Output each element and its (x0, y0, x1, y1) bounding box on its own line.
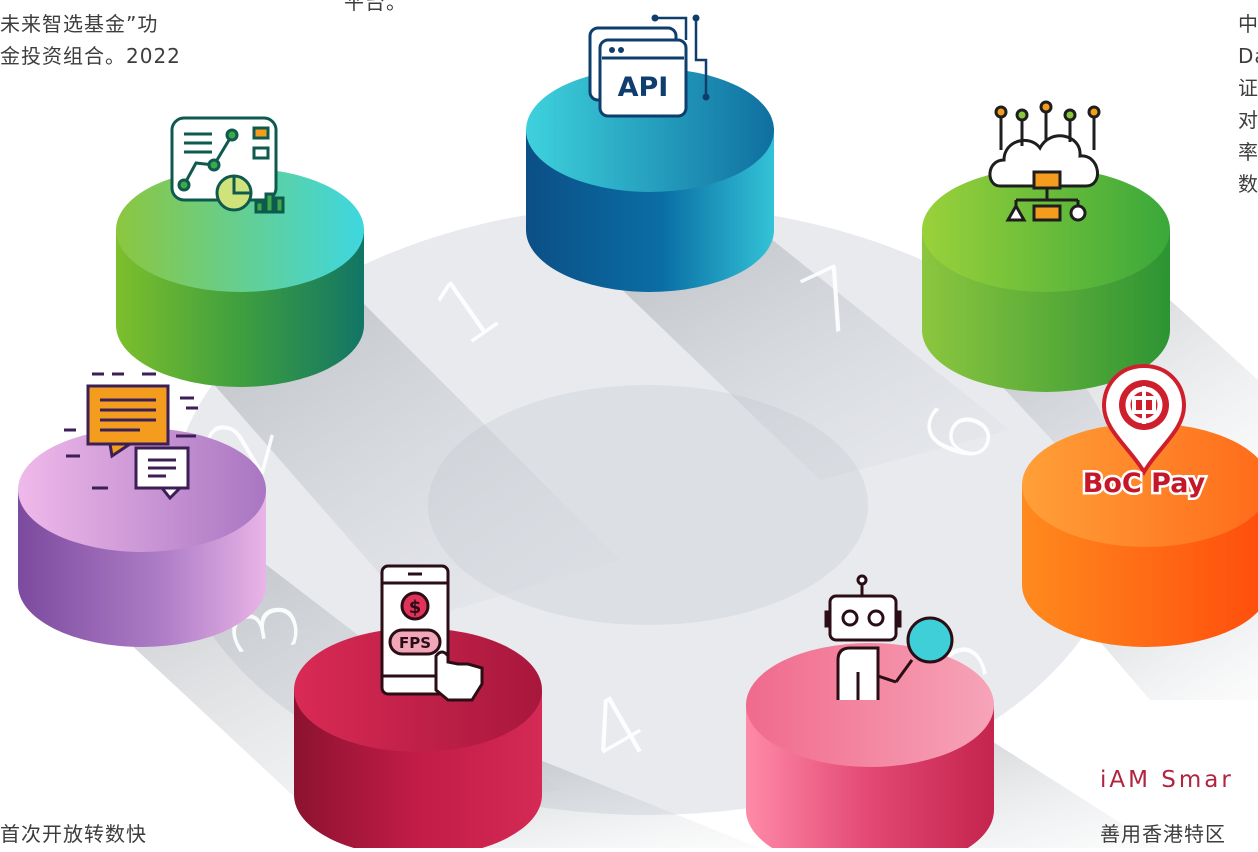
text-right-line-1: 中 (1238, 12, 1258, 36)
api-window-icon: API (588, 14, 710, 118)
fps-phone-icon: $ FPS (380, 564, 484, 702)
text-top-left-line-1: 未来智选基金”功 (0, 12, 159, 36)
text-right-line-3: 证 (1238, 76, 1258, 100)
boc-pay-pin-icon: BoC Pay (1080, 363, 1208, 502)
text-right-line-4: 对 (1238, 108, 1258, 132)
robot-search-icon (824, 574, 954, 700)
text-bottom-right-body: 善用香港特区 (1100, 822, 1226, 846)
fps-label: FPS (399, 634, 431, 652)
cylinder-boc-pay (1022, 423, 1258, 647)
text-right-line-2: Da (1238, 44, 1258, 68)
text-right-line-5: 率 (1238, 140, 1258, 164)
text-right-column: 中 Da 证 对 率 数 (1238, 8, 1258, 200)
cylinder-robot (746, 643, 994, 852)
cylinder-api (526, 68, 774, 292)
text-bottom-right-title: iAM Smar (1100, 767, 1234, 793)
boc-pay-label: BoC Pay (1083, 468, 1206, 499)
text-bottom-left: 首次开放转数快 (0, 822, 147, 846)
cloud-network-icon (988, 100, 1101, 222)
chat-bubbles-icon (64, 372, 198, 501)
text-top-left-line-2: 金投资组合。2022 (0, 44, 181, 68)
text-top-left: 未来智选基金”功 金投资组合。2022 (0, 8, 181, 72)
cylinder-chat (18, 428, 266, 647)
api-label: API (618, 72, 669, 103)
text-right-line-6: 数 (1238, 172, 1258, 196)
text-top-middle: 平台。 (344, 0, 407, 14)
analytics-dashboard-icon (170, 116, 285, 214)
fps-dollar-symbol: $ (409, 597, 422, 618)
cylinder-cloud (922, 168, 1170, 392)
